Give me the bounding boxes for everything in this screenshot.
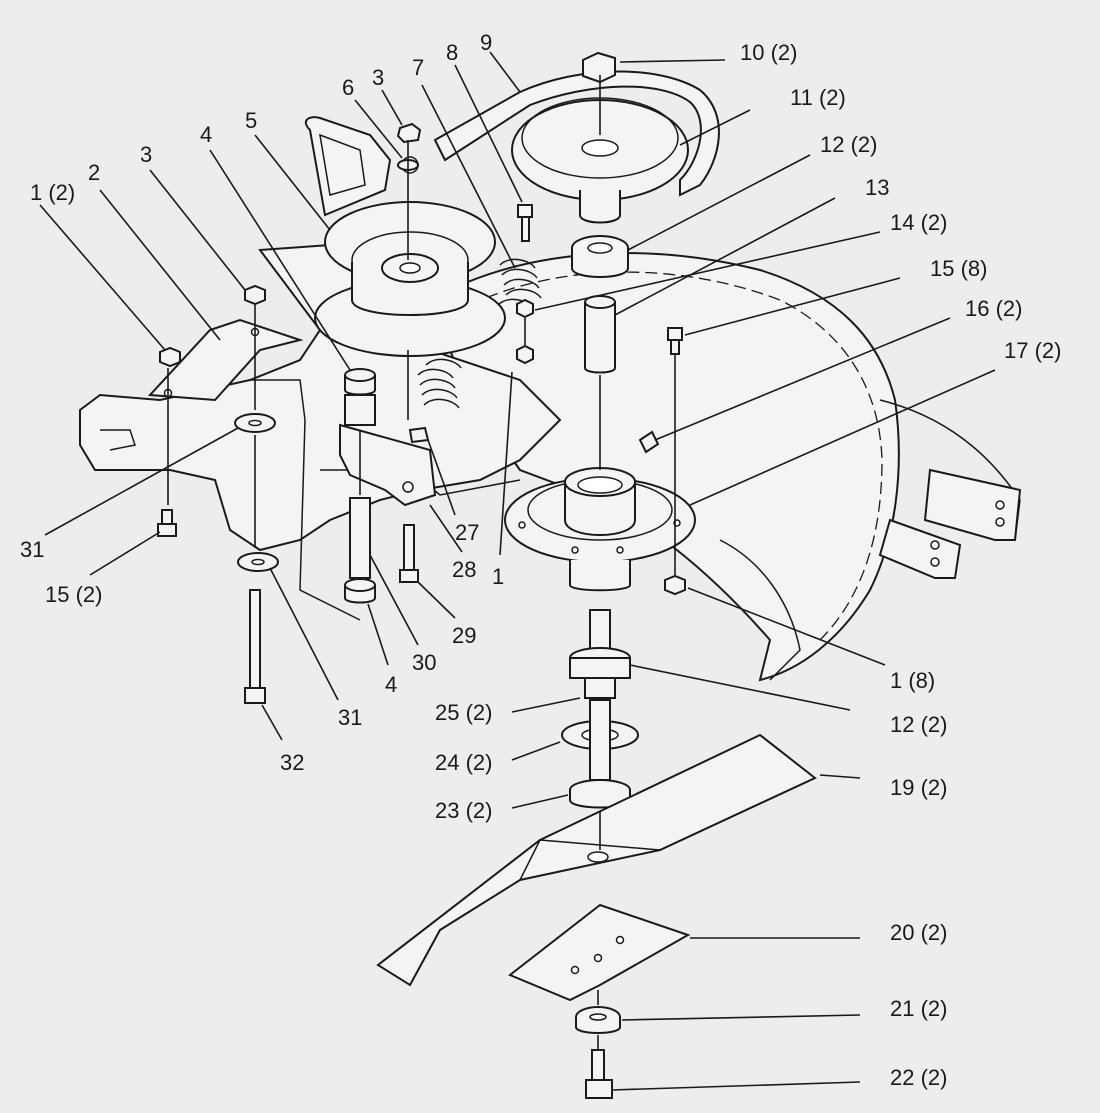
part-16-grease-fitting bbox=[638, 430, 660, 454]
label-1-mid: 1 bbox=[492, 564, 504, 589]
part-27-grease-fitting bbox=[408, 426, 430, 444]
part-20-blade-plate bbox=[508, 903, 691, 1002]
part-9-belt-guide bbox=[433, 70, 720, 197]
label-12-top: 12 (2) bbox=[820, 132, 877, 157]
label-15-2: 15 (2) bbox=[45, 582, 102, 607]
spindle-shaft-stack bbox=[561, 609, 639, 809]
label-11: 11 (2) bbox=[790, 85, 846, 110]
label-20: 20 (2) bbox=[890, 920, 947, 945]
part-25-spacer bbox=[584, 677, 616, 699]
part-28-pivot-plate bbox=[339, 423, 437, 507]
label-27: 27 bbox=[455, 520, 479, 545]
part-19-blade bbox=[376, 733, 817, 987]
part-13-sleeve bbox=[584, 295, 616, 374]
part-7-spring bbox=[417, 258, 542, 409]
label-10: 10 (2) bbox=[740, 40, 797, 65]
label-9: 9 bbox=[480, 30, 492, 55]
mower-deck-housing bbox=[428, 252, 1022, 682]
part-22-bolt bbox=[585, 1049, 613, 1099]
label-19: 19 (2) bbox=[890, 775, 947, 800]
label-21: 21 (2) bbox=[890, 996, 947, 1021]
part-12-spacer-top bbox=[571, 235, 629, 278]
label-2: 2 bbox=[88, 160, 100, 185]
label-17: 17 (2) bbox=[1004, 338, 1061, 363]
part-21-washer bbox=[575, 1006, 621, 1034]
label-12-bottom: 12 (2) bbox=[890, 712, 947, 737]
label-13: 13 bbox=[865, 175, 889, 200]
label-22: 22 (2) bbox=[890, 1065, 947, 1090]
callout-labels: 1 (2) 2 3 4 5 6 3 7 8 9 10 (2) 11 (2) 12… bbox=[20, 30, 1061, 1090]
label-16: 16 (2) bbox=[965, 296, 1022, 321]
label-32: 32 bbox=[280, 750, 304, 775]
label-3-left: 3 bbox=[140, 142, 152, 167]
axis-lines bbox=[167, 75, 676, 1050]
label-31-bottom: 31 bbox=[338, 705, 362, 730]
label-7: 7 bbox=[412, 55, 424, 80]
label-15-8: 15 (8) bbox=[930, 256, 987, 281]
part-5-idler-pulley bbox=[304, 116, 506, 357]
label-4-top: 4 bbox=[200, 122, 212, 147]
small-hardware bbox=[157, 159, 686, 704]
part-3-nut-top bbox=[396, 122, 422, 144]
label-1-8: 1 (8) bbox=[890, 668, 935, 693]
label-28: 28 bbox=[452, 557, 476, 582]
part-11-spindle-pulley bbox=[511, 51, 689, 224]
label-8: 8 bbox=[446, 40, 458, 65]
label-25: 25 (2) bbox=[435, 700, 492, 725]
label-14: 14 (2) bbox=[890, 210, 947, 235]
label-30: 30 bbox=[412, 650, 436, 675]
label-6: 6 bbox=[342, 75, 354, 100]
label-3-top: 3 bbox=[372, 65, 384, 90]
label-31-left: 31 bbox=[20, 537, 44, 562]
part-17-spindle-housing bbox=[504, 430, 696, 592]
label-23: 23 (2) bbox=[435, 798, 492, 823]
label-24: 24 (2) bbox=[435, 750, 492, 775]
leader-lines bbox=[39, 51, 996, 1091]
part-10-nut bbox=[582, 51, 616, 84]
label-5: 5 bbox=[245, 108, 257, 133]
label-1-2: 1 (2) bbox=[30, 180, 75, 205]
label-4-bottom: 4 bbox=[385, 672, 397, 697]
label-29: 29 bbox=[452, 623, 476, 648]
part-8-bolt bbox=[517, 204, 533, 242]
